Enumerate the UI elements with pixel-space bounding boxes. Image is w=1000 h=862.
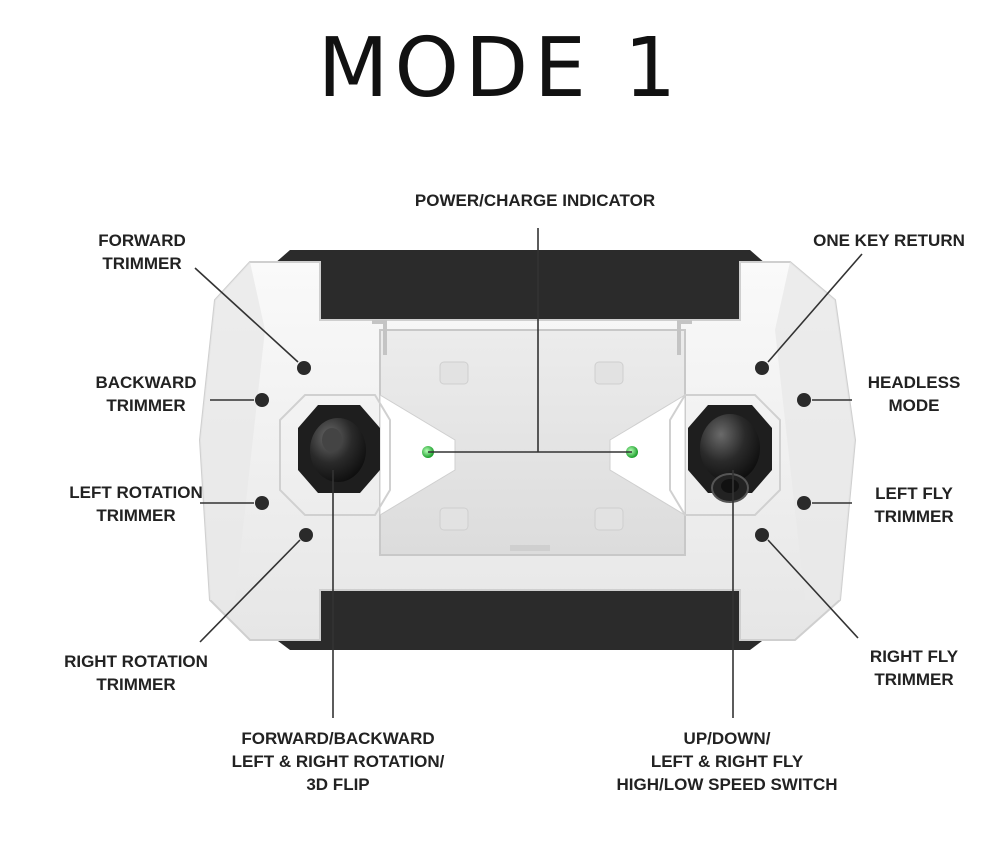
one-key-return-button[interactable] bbox=[755, 361, 769, 375]
right-joystick[interactable] bbox=[688, 405, 772, 503]
phone-tray bbox=[372, 320, 692, 556]
label-left-fly-trimmer: LEFT FLY TRIMMER bbox=[874, 484, 954, 526]
headless-mode-button[interactable] bbox=[797, 393, 811, 407]
backward-trimmer-button[interactable] bbox=[255, 393, 269, 407]
page-title: MODE 1 bbox=[317, 21, 683, 116]
label-headless-mode: HEADLESS MODE bbox=[867, 373, 961, 415]
right-rotation-trimmer-button[interactable] bbox=[299, 528, 313, 542]
controller-grips bbox=[250, 250, 790, 650]
left-rotation-trimmer-button[interactable] bbox=[255, 496, 269, 510]
label-right-rotation-trimmer: RIGHT ROTATION TRIMMER bbox=[64, 652, 208, 694]
label-backward-trimmer: BACKWARD TRIMMER bbox=[95, 373, 197, 415]
forward-trimmer-button[interactable] bbox=[297, 361, 311, 375]
left-joystick[interactable] bbox=[298, 405, 380, 493]
left-fly-trimmer-button[interactable] bbox=[797, 496, 811, 510]
label-power-charge-indicator: POWER/CHARGE INDICATOR bbox=[414, 191, 656, 210]
label-left-stick: FORWARD/BACKWARD LEFT & RIGHT ROTATION/ … bbox=[231, 729, 445, 794]
label-right-stick: UP/DOWN/ LEFT & RIGHT FLY HIGH/LOW SPEED… bbox=[616, 729, 838, 794]
right-fly-trimmer-button[interactable] bbox=[755, 528, 769, 542]
leader-lines bbox=[194, 228, 863, 718]
label-forward-trimmer: FORWARD TRIMMER bbox=[98, 231, 186, 273]
label-left-rotation-trimmer: LEFT ROTATION TRIMMER bbox=[69, 483, 203, 525]
label-right-fly-trimmer: RIGHT FLY TRIMMER bbox=[869, 647, 959, 689]
label-one-key-return: ONE KEY RETURN bbox=[813, 231, 965, 250]
